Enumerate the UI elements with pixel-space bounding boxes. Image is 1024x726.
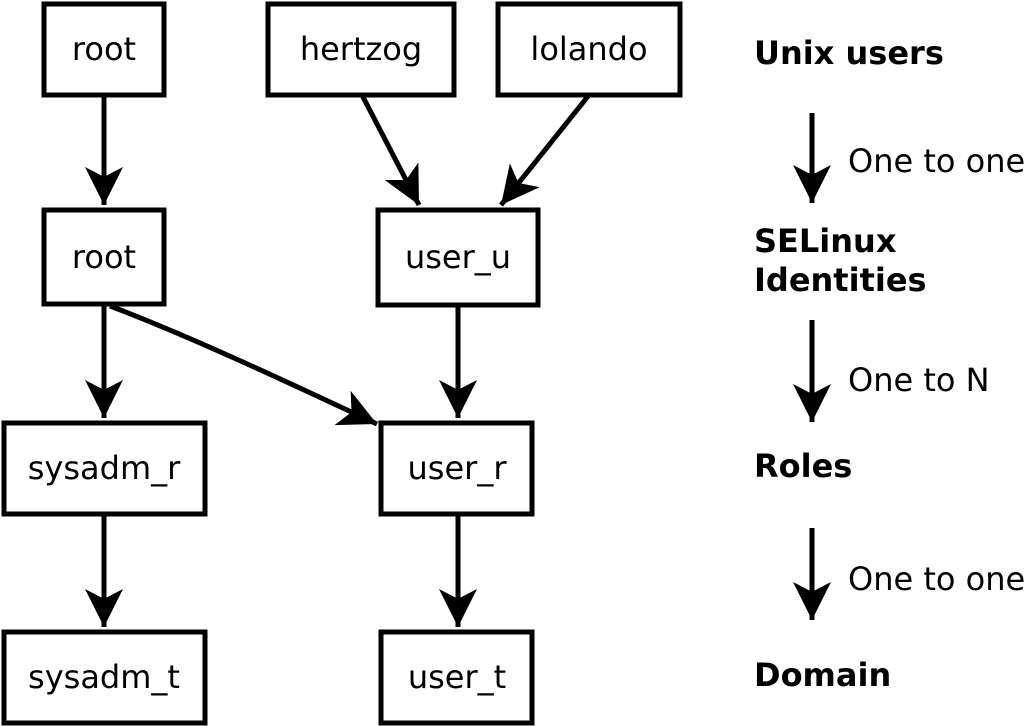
legend-unix-users: Unix users bbox=[754, 34, 944, 72]
sysadm-r-label: sysadm_r bbox=[28, 449, 181, 487]
legend-one-to-one-first: One to one bbox=[848, 142, 1024, 180]
sysadm-t-label: sysadm_t bbox=[28, 658, 180, 696]
user-u-label: user_u bbox=[405, 238, 511, 276]
node-user-r: user_r bbox=[378, 420, 535, 517]
sysadm-r-box bbox=[1, 420, 208, 517]
legend-domain: Domain bbox=[754, 656, 891, 694]
user-t-box bbox=[378, 629, 535, 726]
root-selinux-box bbox=[41, 207, 167, 307]
arrow-lolando-to-user-u bbox=[499, 93, 591, 207]
node-lolando: lolando bbox=[495, 1, 683, 98]
node-sysadm-r: sysadm_r bbox=[1, 420, 208, 517]
arrow-root-selinux-to-user-r bbox=[109, 303, 379, 427]
root-unix-label: root bbox=[72, 30, 136, 68]
node-sysadm-t: sysadm_t bbox=[1, 629, 208, 726]
arrow-hertzog-to-user-u bbox=[359, 93, 422, 207]
legend-roles: Roles bbox=[754, 447, 852, 485]
sysadm-t-box bbox=[1, 629, 208, 726]
legend-one-to-n: One to N bbox=[848, 361, 990, 399]
user-t-label: user_t bbox=[408, 658, 506, 696]
node-root-selinux: root bbox=[41, 207, 167, 307]
hertzog-box bbox=[265, 1, 457, 98]
legend-selinux-line1: SELinux bbox=[754, 222, 897, 260]
legend-selinux-line2: Identities bbox=[754, 261, 927, 299]
node-root-unix: root bbox=[41, 1, 167, 98]
node-user-u: user_u bbox=[375, 207, 541, 308]
node-user-t: user_t bbox=[378, 629, 535, 726]
node-hertzog: hertzog bbox=[265, 1, 457, 98]
legend-one-to-one-second: One to one bbox=[848, 560, 1024, 598]
hertzog-label: hertzog bbox=[300, 30, 422, 68]
user-r-label: user_r bbox=[408, 449, 508, 487]
root-selinux-label: root bbox=[72, 238, 136, 276]
lolando-label: lolando bbox=[530, 30, 647, 68]
